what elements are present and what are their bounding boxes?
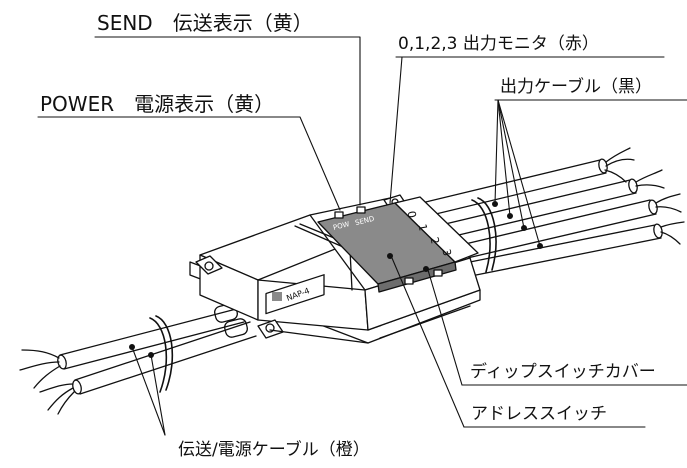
label-output-cable: 出力ケーブル（黒）	[500, 77, 652, 97]
label-address-switch: アドレススイッチ	[471, 404, 607, 424]
label-send-indicator: SEND 伝送表示（黄）	[97, 11, 313, 35]
dip-switch-cover	[317, 196, 479, 293]
label-dip-switch-cover: ディップスイッチカバー	[470, 362, 656, 382]
label-transmission-cable: 伝送/電源ケーブル（橙）	[178, 440, 370, 460]
model-label-swatch	[272, 292, 282, 301]
label-output-monitor: 0,1,2,3 出力モニタ（赤）	[398, 34, 599, 54]
transmission-cables	[19, 303, 257, 415]
leader-lines	[37, 36, 687, 436]
label-power-indicator: POWER 電源表示（黄）	[40, 92, 275, 116]
output-cables	[379, 147, 685, 276]
